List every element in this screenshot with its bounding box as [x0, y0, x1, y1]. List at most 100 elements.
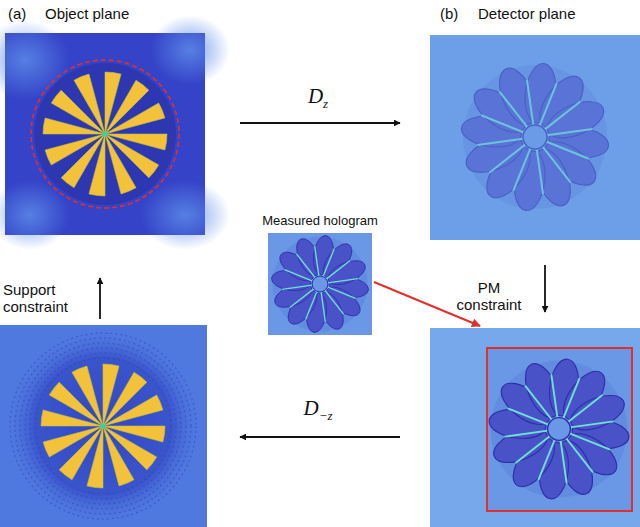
hologram-fringe: [551, 374, 557, 417]
constrained-panel: [430, 328, 640, 527]
panel-heading: Object plane: [45, 5, 129, 22]
ringing-ring: [30, 353, 176, 499]
hologram-fringe: [544, 101, 580, 129]
detector-panel: [430, 35, 640, 240]
hologram-fringe: [296, 254, 315, 278]
reconstruction-panel: [0, 325, 207, 527]
hologram-fringe: [315, 246, 319, 276]
hologram-fringe: [570, 421, 613, 427]
ringing-ring: [25, 348, 181, 504]
hologram-fringe: [321, 292, 325, 322]
hologram-fringe: [323, 249, 334, 277]
hologram-fringe: [563, 378, 579, 419]
panel-ground: [430, 35, 640, 240]
hologram-fringe: [561, 440, 567, 483]
ringing-ring: [20, 343, 186, 509]
ground-patch: [140, 180, 230, 250]
star-wedge: [45, 134, 105, 165]
constrained-panel: [430, 328, 640, 527]
object-plane-panel: (a)Object plane: [5, 33, 205, 235]
panel-heading: Detector plane: [478, 5, 576, 22]
siemens-star: [41, 364, 165, 488]
hologram-fringe: [504, 431, 547, 437]
support-circle: [31, 60, 179, 208]
detector-plane-panel: (b)Detector plane: [430, 35, 640, 240]
ringing-ring: [35, 358, 171, 494]
panel-ground: [430, 328, 640, 527]
star-wedge: [74, 74, 105, 134]
hologram-fringe: [537, 149, 543, 195]
hologram-pattern: [270, 234, 369, 333]
hologram-petal: [325, 256, 369, 290]
hologram-fringe: [328, 279, 358, 283]
support-disk: [34, 63, 176, 205]
hologram-fringe: [327, 287, 355, 298]
hologram-fringe: [306, 291, 317, 319]
hologram-fringe: [568, 395, 602, 422]
hologram-fringe: [538, 440, 554, 481]
step-label: Support constraint: [3, 281, 83, 315]
panel-heading: Measured hologram: [262, 213, 378, 228]
panel-ground: [0, 325, 207, 527]
star-wedge: [43, 426, 103, 457]
hologram-fringe: [282, 285, 312, 289]
hologram-fringe: [481, 115, 524, 132]
hologram-fringe: [489, 144, 525, 172]
reconstruction-panel: [0, 325, 207, 527]
ringing-rings: [10, 333, 196, 519]
step-label: PM constraint: [446, 279, 532, 313]
hologram-fringe: [516, 436, 550, 463]
hologram-core: [548, 418, 571, 441]
hologram-core: [523, 125, 547, 149]
siemens-star: [43, 72, 167, 196]
flow-arrow: [240, 122, 400, 124]
hologram-fringe: [508, 408, 549, 424]
operator-label: Dz: [268, 84, 368, 116]
flow-arrow: [99, 278, 101, 319]
hologram-petal: [566, 388, 630, 437]
panel-ground: [268, 233, 372, 335]
panel-heading: (b): [440, 5, 458, 22]
hologram-fringe: [542, 146, 570, 182]
object-panel: [0, 15, 230, 250]
panel-heading: (a): [8, 5, 26, 22]
hologram-pattern: [487, 357, 630, 500]
hologram-panel: Measured hologram: [268, 233, 372, 335]
hologram-fringe: [570, 433, 611, 449]
hologram-fringe: [326, 260, 350, 279]
hologram-fringe: [527, 80, 533, 126]
constraint-frame: [487, 348, 632, 511]
star-wedge: [105, 134, 136, 194]
star-wedge: [103, 426, 134, 486]
measured-panel: [268, 233, 372, 335]
star-wedge: [72, 366, 103, 426]
star-center: [101, 424, 106, 429]
hologram-fringe: [478, 139, 524, 145]
hologram-pattern: [460, 62, 611, 213]
hologram-petal: [542, 94, 609, 145]
hologram-fringe: [539, 83, 556, 126]
star-wedge: [103, 395, 163, 426]
ground-patch: [0, 180, 70, 250]
hologram-fringe: [525, 386, 552, 420]
hologram-fringe: [546, 141, 589, 158]
flow-arrow: [240, 436, 400, 438]
star-wedge: [105, 103, 165, 134]
hologram-fringe: [566, 438, 593, 472]
hologram-fringe: [325, 290, 344, 314]
hologram-fringe: [499, 91, 527, 127]
flow-arrow: [544, 265, 546, 312]
hologram-fringe: [513, 148, 530, 191]
star-center: [103, 132, 108, 137]
ringing-halo: [5, 328, 201, 524]
operator-label: D−z: [268, 396, 368, 428]
hologram-fringe: [285, 270, 313, 281]
hologram-fringe: [290, 289, 314, 308]
hologram-fringe: [547, 129, 593, 135]
ground-patch: [150, 15, 230, 85]
